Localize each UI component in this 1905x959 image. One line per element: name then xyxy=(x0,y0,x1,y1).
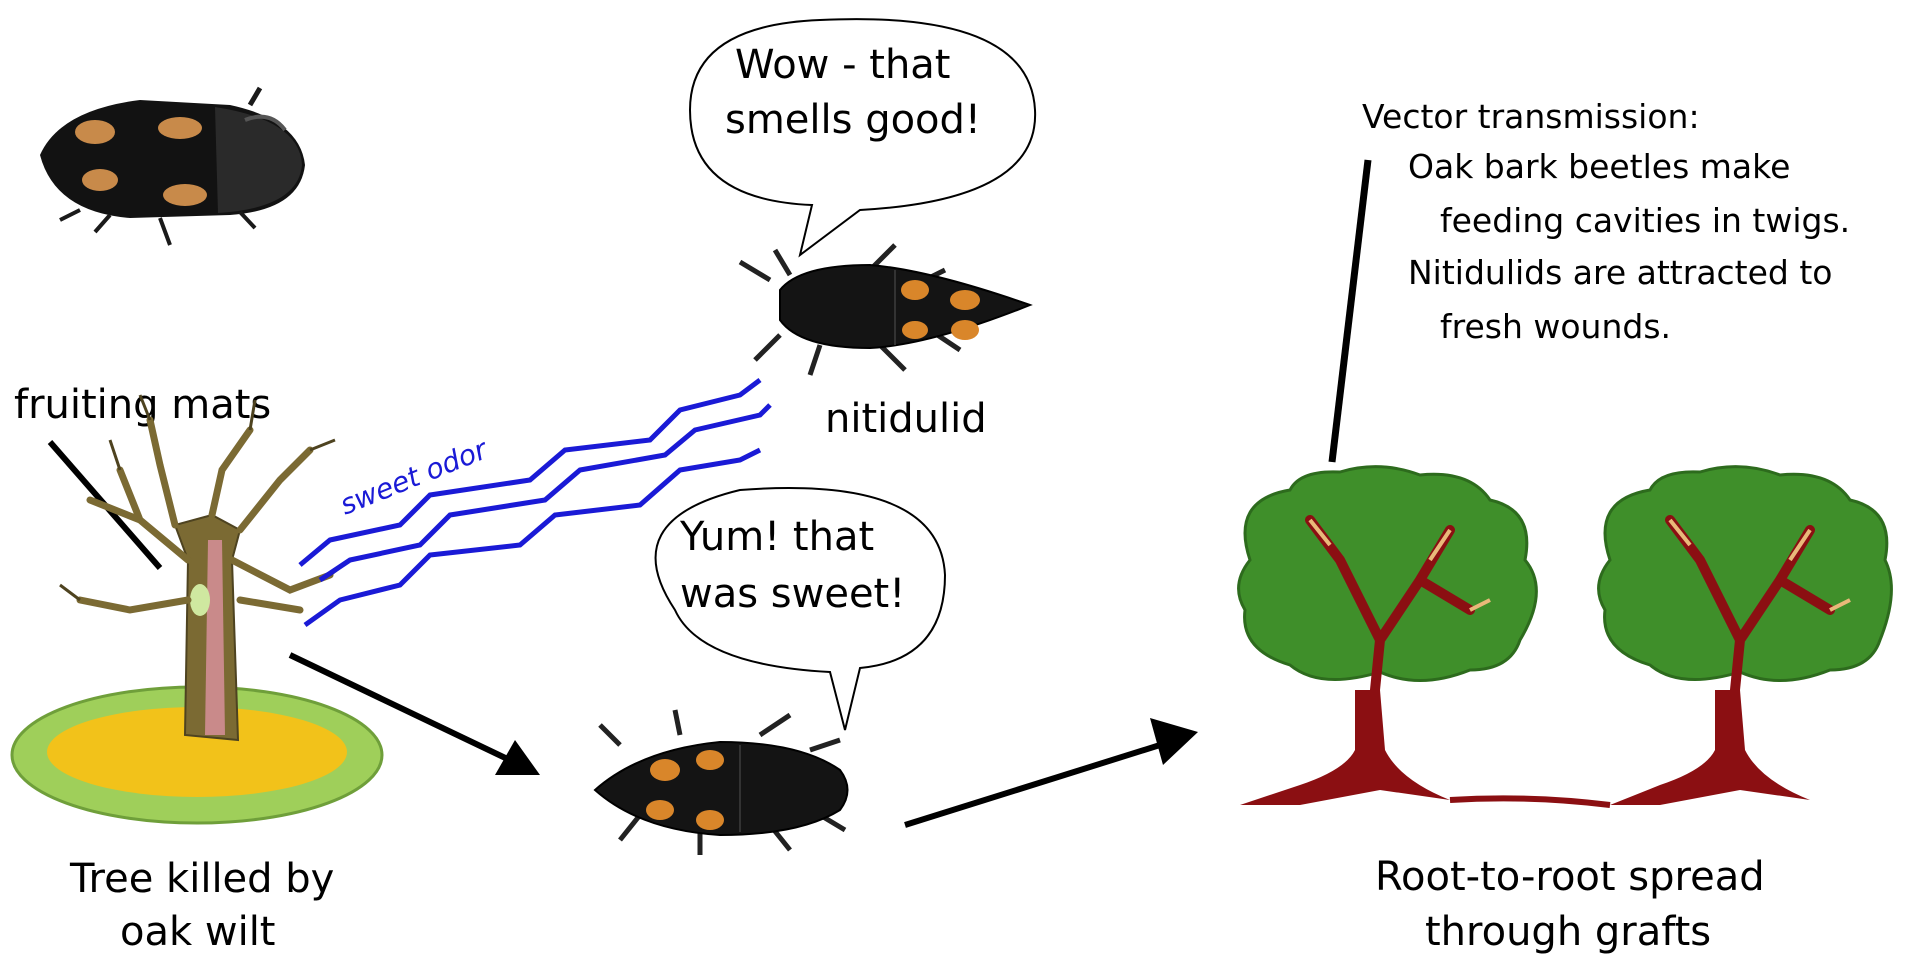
vector-note-line3: Nitidulids are attracted to xyxy=(1408,253,1833,292)
speech-bubble-smell-line1: Wow - that xyxy=(735,42,951,88)
vector-note-line4: fresh wounds. xyxy=(1440,307,1671,346)
nitidulid-beetle-bottom xyxy=(595,710,848,855)
arrow-beetle-to-trees xyxy=(905,718,1198,825)
nitidulid-label: nitidulid xyxy=(825,396,987,442)
speech-bubble-taste-line1: Yum! that xyxy=(679,514,874,560)
dead-tree-label-line1: Tree killed by xyxy=(69,856,334,902)
nitidulid-beetle-top xyxy=(740,245,1030,375)
beetle-photo xyxy=(40,88,305,245)
vector-note-title: Vector transmission: xyxy=(1362,97,1700,136)
live-tree-right xyxy=(1599,467,1892,805)
speech-bubble-taste-line2: was sweet! xyxy=(680,571,905,617)
speech-bubble-smell-line2: smells good! xyxy=(725,97,981,143)
live-tree-left xyxy=(1239,467,1537,805)
dead-tree-label-line2: oak wilt xyxy=(120,909,276,954)
vector-note-line1: Oak bark beetles make xyxy=(1408,147,1790,186)
vector-note-pointer xyxy=(1332,160,1368,462)
root-graft-connection xyxy=(1450,798,1610,805)
vector-note-line2: feeding cavities in twigs. xyxy=(1440,201,1850,240)
root-spread-label-line1: Root-to-root spread xyxy=(1375,854,1765,900)
root-spread-label-line2: through grafts xyxy=(1425,909,1711,954)
